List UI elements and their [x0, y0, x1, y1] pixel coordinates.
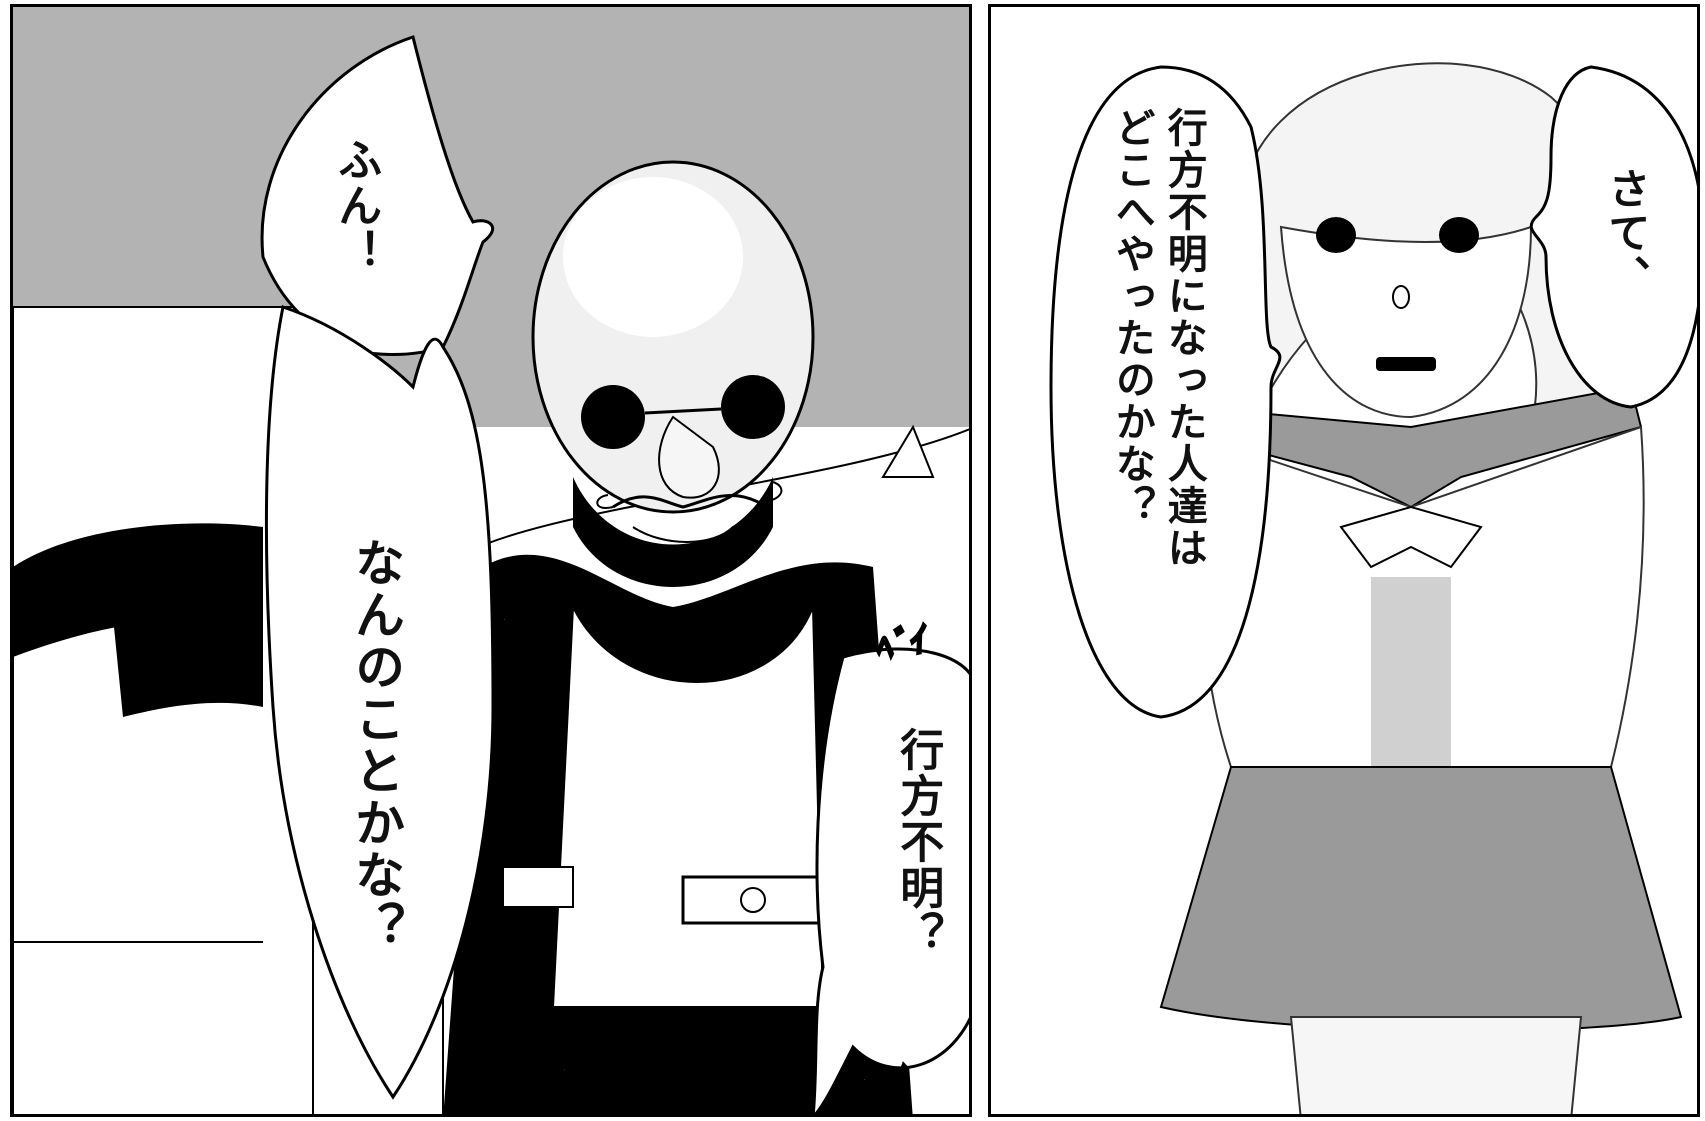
speech-bubble-right — [811, 647, 969, 1114]
blouse-front — [1371, 577, 1451, 767]
sfx-bei-4: ﾍﾞｲ — [849, 1059, 909, 1111]
girl-left-eye — [1316, 217, 1356, 253]
left-lens — [581, 385, 645, 449]
chin-beard — [573, 477, 773, 587]
sfx-bei-1: ﾍﾞｲ — [489, 599, 549, 651]
sfx-bei-2: ﾍﾞｲ — [869, 619, 929, 671]
bubble-text-main-line1: 行方不明になった人達は — [1160, 107, 1207, 569]
girl-mouth — [1392, 285, 1410, 309]
left-panel-artwork — [13, 7, 969, 1114]
screentone-background — [13, 7, 969, 307]
right-lens — [721, 375, 785, 439]
legs — [1289, 1016, 1583, 1114]
skirt — [1159, 766, 1683, 1032]
choker — [1376, 357, 1436, 371]
speech-bubble-main — [1049, 65, 1282, 719]
girl-right-eye — [1439, 217, 1479, 253]
mustache — [612, 494, 759, 509]
speech-bubble-bottom — [264, 305, 495, 1100]
bubble-text-fun: ふん！ — [330, 137, 382, 275]
right-panel-artwork — [1049, 62, 1697, 1114]
belt-plate — [681, 875, 825, 925]
bubble-text-nannokotokana: なんのことかな？ — [347, 537, 405, 953]
speech-bubble-sate — [1529, 65, 1697, 409]
bubble-text-yukuefumei: 行方不明？ — [892, 727, 944, 957]
mouth — [632, 526, 734, 543]
girl-face — [1279, 225, 1533, 419]
foreground-figure — [13, 306, 314, 1114]
left-panel: ふん！ なんのことかな？ 行方不明？ ﾍﾞｲ ﾍﾞｲ ﾍﾞｲ ﾍﾞｲ — [10, 4, 972, 1117]
sfx-bei-3: ﾍﾞｲ — [549, 1049, 609, 1101]
right-panel: さて、 行方不明になった人達は どこへやったのかな？ — [988, 4, 1700, 1117]
ribbon — [1339, 505, 1483, 569]
dark-tail-shape — [13, 523, 263, 657]
bubble-text-main-line2: どこへやったのかな？ — [1108, 107, 1155, 527]
nose — [658, 415, 720, 499]
bubble-text-sate: さて、 — [1602, 167, 1652, 299]
